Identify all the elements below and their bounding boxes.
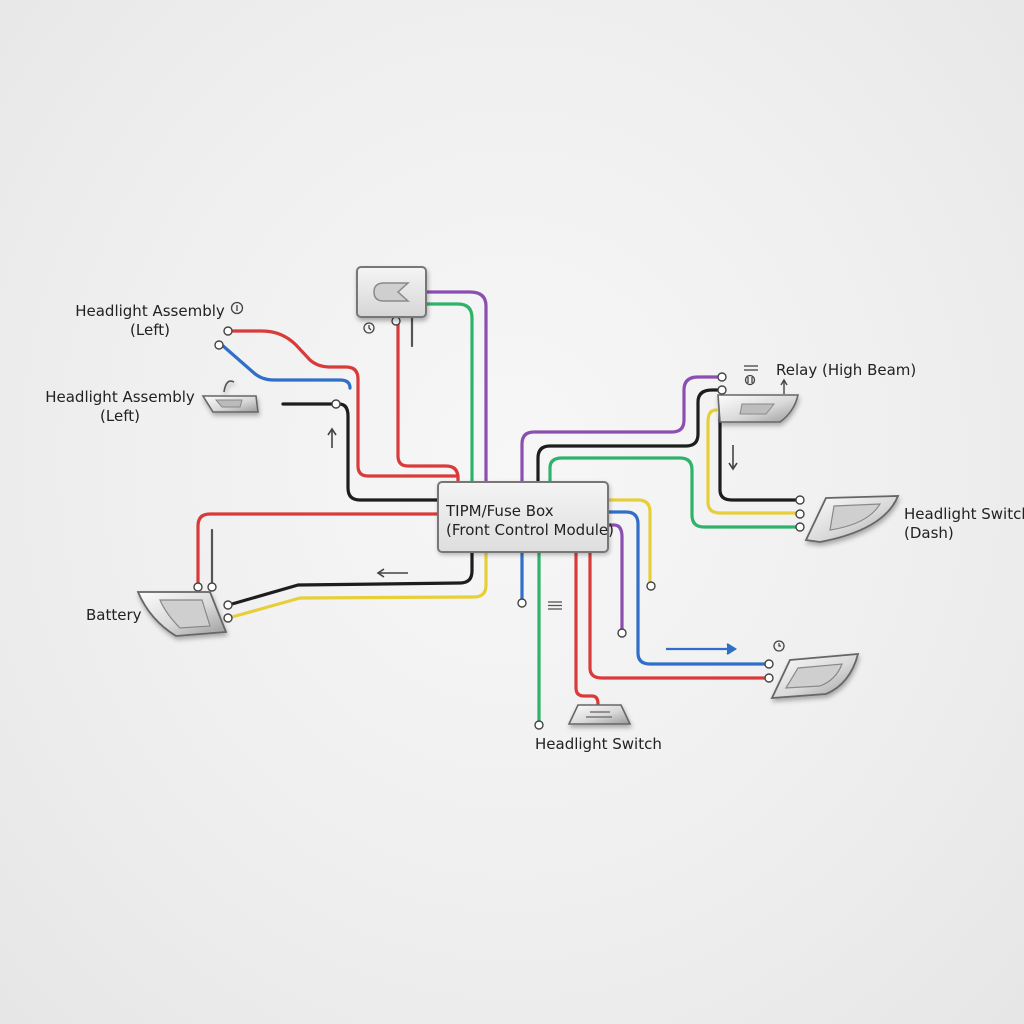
wire-red-top-component [396,321,460,480]
wire-black-relay [536,388,720,483]
terminal [391,316,401,326]
wire-black-to-fuse-box [337,402,439,502]
terminal [193,582,203,592]
terminal [617,628,627,638]
fuse-box-module: TIPM/Fuse Box (Front Control Module) [437,481,614,553]
label-headlight-switch: Headlight Switch [535,735,662,753]
terminal [795,509,805,519]
terminal [517,598,527,608]
terminal [223,613,233,623]
wire-black-battery [230,551,474,606]
wire-yellow-relay-dash [706,408,799,515]
fuse-box-subtitle: (Front Control Module) [446,521,614,539]
terminal [534,720,544,730]
wire-black-relay-dash [718,398,799,502]
wire-yellow-right [607,498,652,584]
lamp-battery [136,591,228,637]
terminal [214,340,224,350]
wire-red-battery [196,512,439,586]
terminal [795,495,805,505]
label-relay-high-beam: Relay (High Beam) [776,361,917,379]
arrow-icon [728,445,738,471]
top-module [356,266,427,318]
menu-icon [548,601,562,610]
terminal [646,581,656,591]
terminal [717,385,727,395]
terminal [764,673,774,683]
lamp-headlight-switch-dash [804,495,900,543]
terminal [764,659,774,669]
terminal [331,399,341,409]
wire-purple-relay [520,375,720,483]
wire-green-headlight-switch-dash [548,456,799,529]
wire-purple-top-component [424,290,488,483]
info-icon [230,301,244,315]
headlight-switch-module [567,704,632,725]
relay-high-beam [717,394,800,423]
headlight-module-left [201,380,259,413]
wire-red-right-headlight [588,551,768,680]
label-headlight-switch-dash: Headlight Switch (Dash) [904,505,1024,542]
wire-purple-right [607,523,624,632]
clock-icon [773,640,785,652]
ground-icon [744,374,756,386]
wire-green-top-component [424,302,474,483]
terminal [207,582,217,592]
menu-icon [744,365,758,371]
lamp-right-headlight [770,652,860,700]
arrow-icon [376,568,408,578]
label-headlight-assembly-left-bottom: Headlight Assembly (Left) [45,388,195,425]
wire-red-headlight-left [230,329,460,483]
label-battery: Battery [86,606,142,624]
fuse-box-title: TIPM/Fuse Box [446,502,554,520]
arrow-icon [780,378,788,394]
terminal [223,600,233,610]
wire-yellow-battery [230,551,488,619]
terminal [223,326,233,336]
terminal [795,522,805,532]
arrow-icon [666,643,738,655]
wire-blue-headlight-left [220,343,352,390]
terminal [717,372,727,382]
clock-icon [363,322,375,334]
arrow-icon [327,427,337,448]
wire-blue-right-headlight [607,510,768,666]
label-headlight-assembly-left-top: Headlight Assembly (Left) [75,302,225,339]
wire-red-headlight-switch [574,551,600,706]
